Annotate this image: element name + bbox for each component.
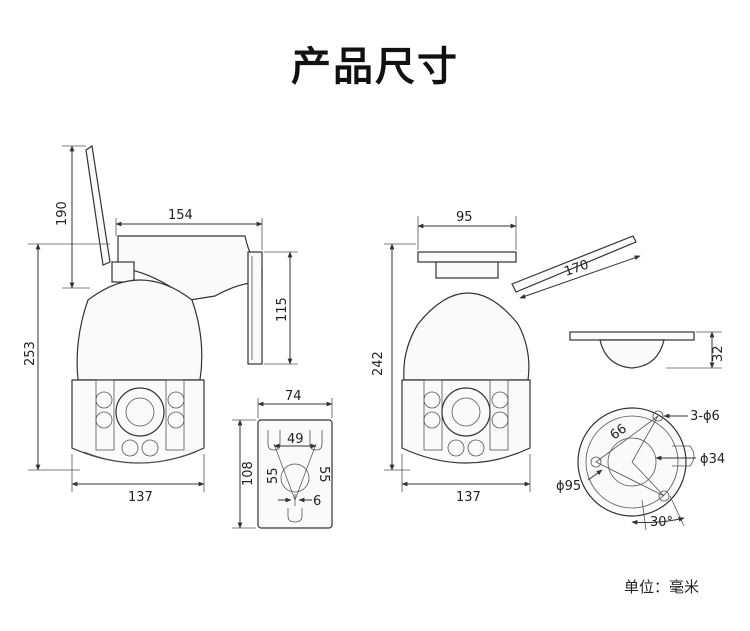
dim-top-width: 95 [456,210,473,225]
dim-plate-hole-spacing: 49 [287,432,304,447]
wall-plate-side [247,251,263,365]
dim-antenna-length: 170 [562,258,590,280]
unit-label: 单位：毫米 [624,578,700,596]
dome-housing [76,279,203,381]
dim-bracket-width: 154 [168,208,193,223]
dim-angle: 30° [650,515,673,530]
dim-total-height-right: 242 [371,351,386,376]
dim-base-diameter: ϕ95 [556,479,581,494]
lens-right [441,387,491,437]
top-mount [417,251,517,263]
dim-holes: 3-ϕ6 [690,409,720,424]
left-dimensions: 190 253 154 115 137 [23,145,298,505]
base-bottom-view [577,407,695,531]
dome-housing-right [403,292,530,381]
dim-bracket-plate-height: 115 [275,297,290,322]
camera-side-view-left [71,144,263,464]
plate-dimensions: 74 49 108 55 55 6 [232,389,333,529]
dim-total-height-left: 253 [23,341,38,366]
mount-side-dimensions: 32 [666,331,726,369]
dim-center-hole: ϕ34 [700,452,725,467]
lens [115,387,165,437]
dim-plate-diag-right: 55 [316,466,331,483]
dim-plate-width: 74 [285,389,302,404]
antenna [85,144,111,266]
dim-body-width-left: 137 [128,490,153,505]
dim-plate-height: 108 [241,461,256,486]
dim-plate-slot: 6 [313,494,321,509]
dim-antenna-height: 190 [55,201,70,226]
dim-mount-height: 32 [711,345,726,362]
mount-side-view [569,331,695,369]
dim-plate-diag-left: 55 [266,467,281,484]
page-title: 产品尺寸 [291,44,459,90]
dim-body-width-right: 137 [456,490,481,505]
